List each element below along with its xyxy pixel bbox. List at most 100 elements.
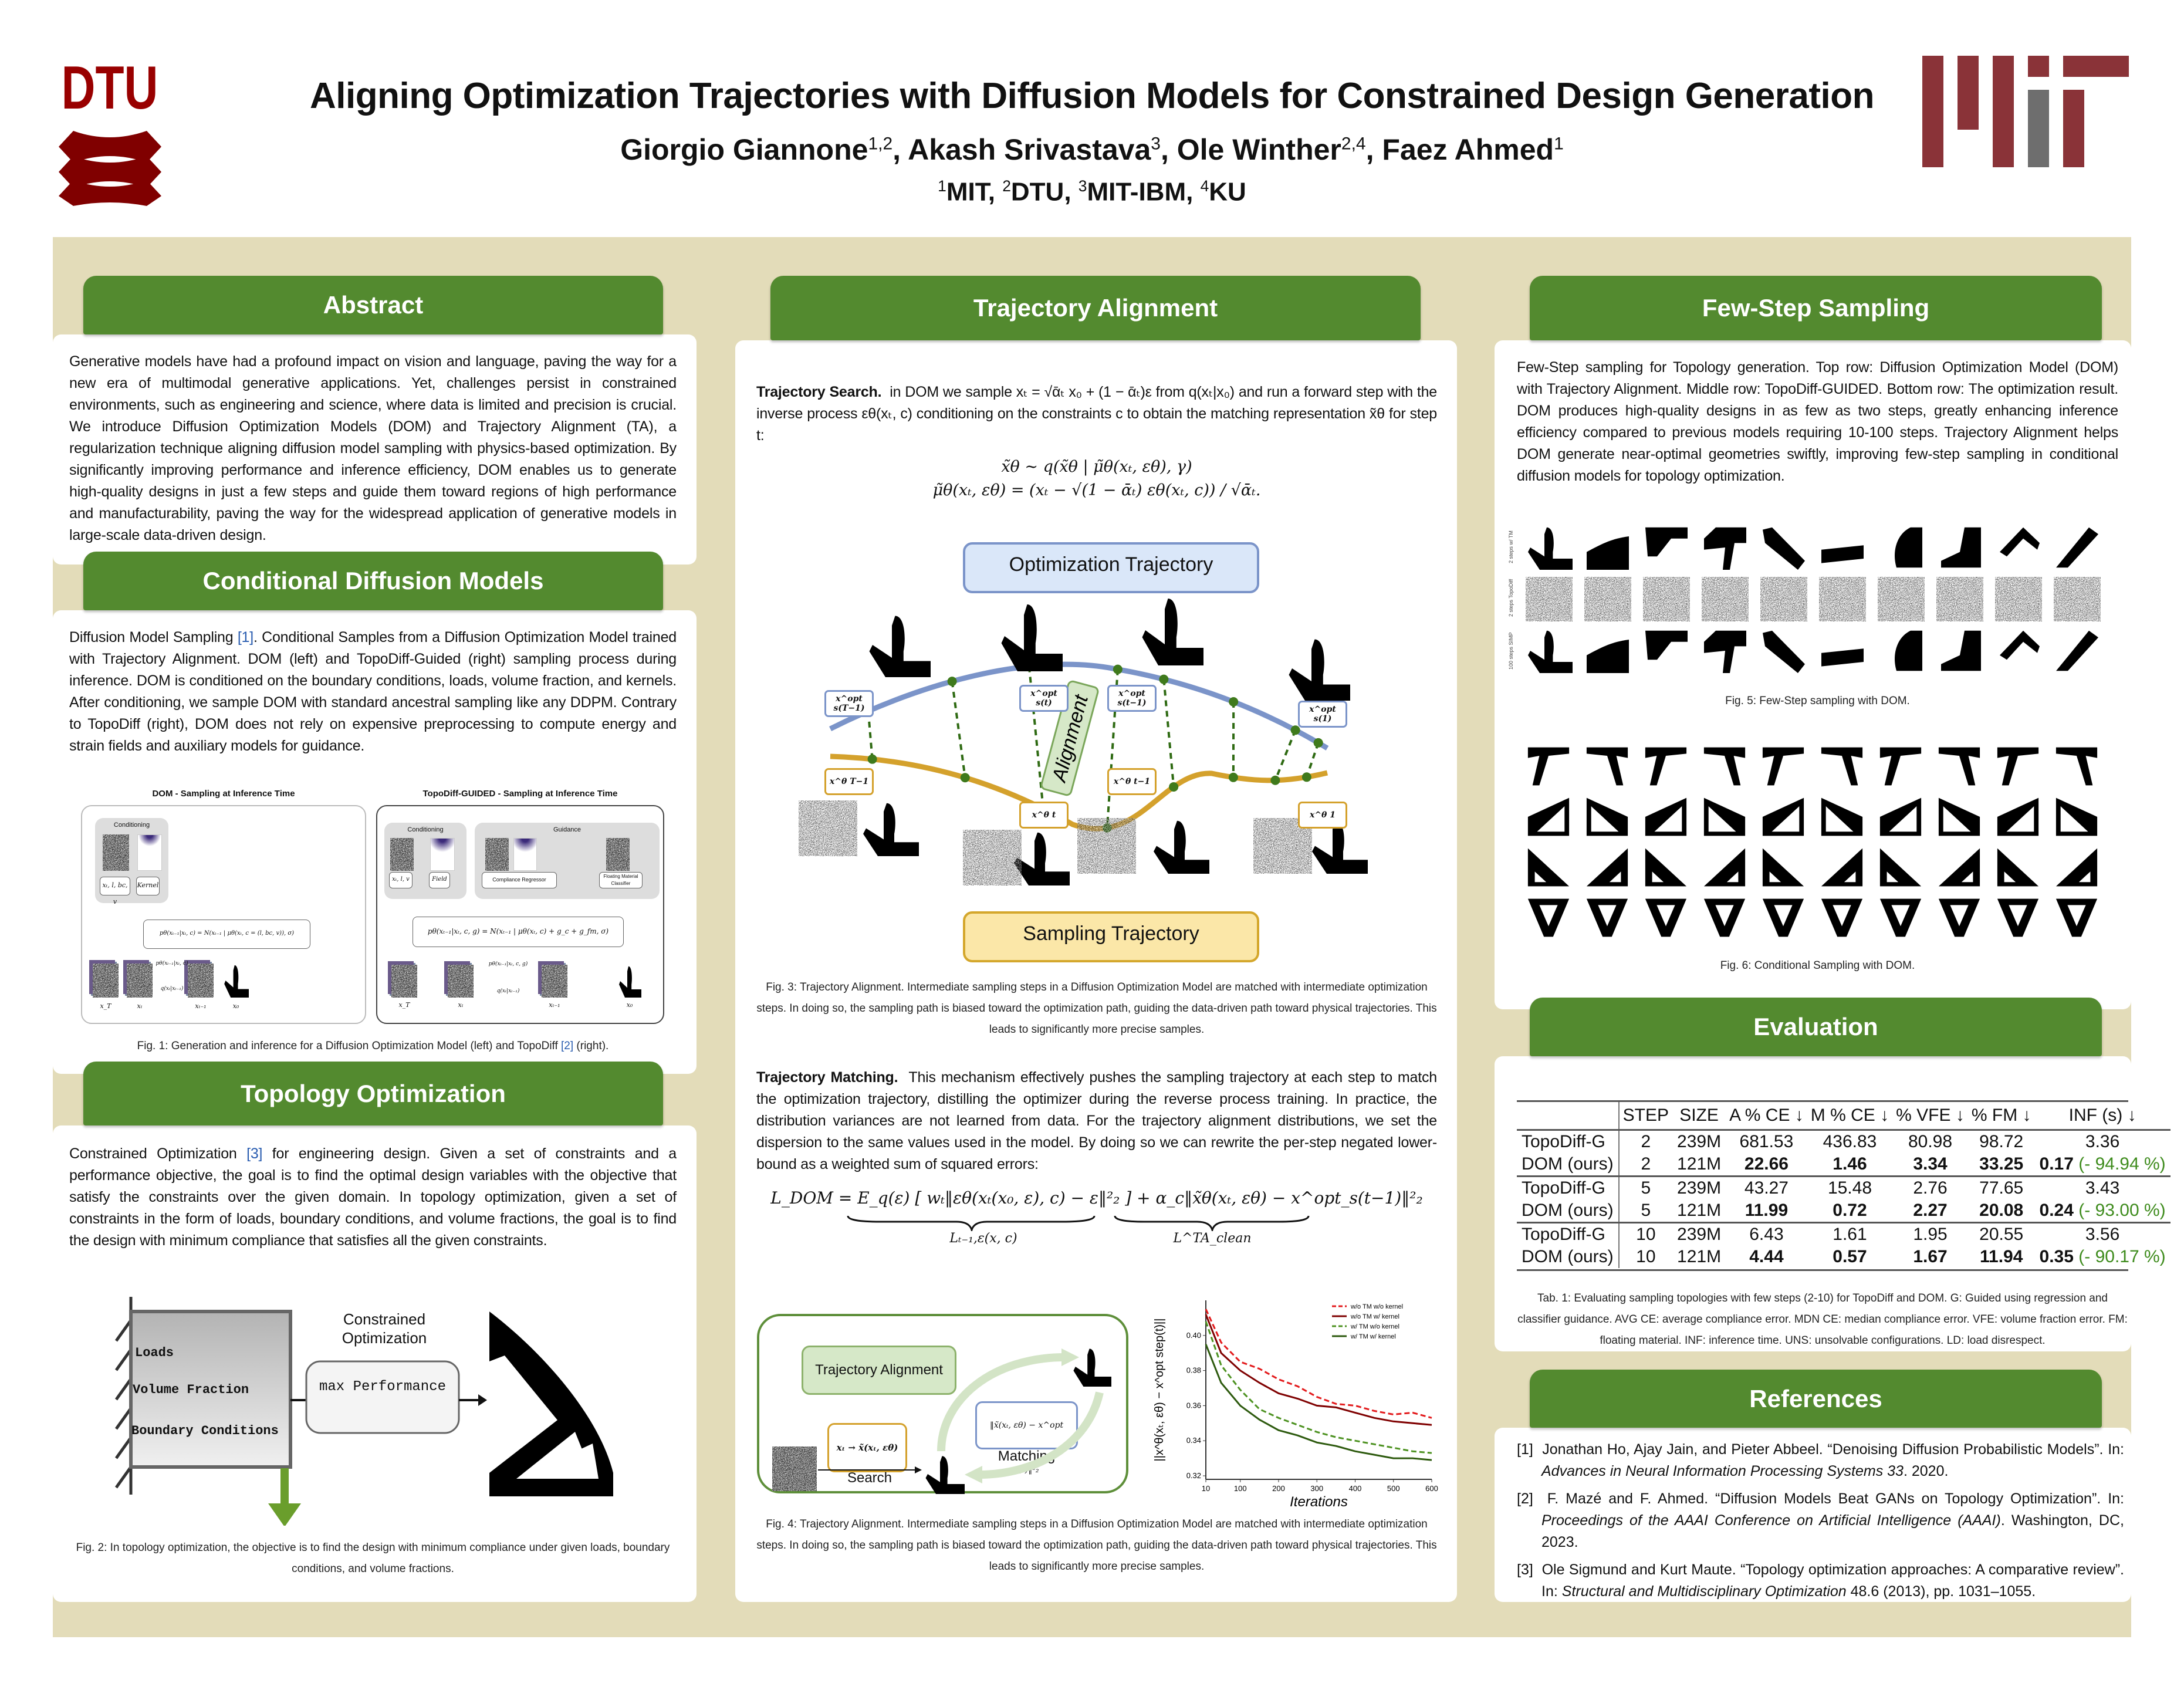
table-cell-vfe: 2.27 (1913, 1201, 1948, 1220)
constrained-optimization-label: Constrained Optimization (342, 1310, 427, 1347)
table-cell-vfe: 3.34 (1913, 1154, 1948, 1174)
fig6-sample-grid (1526, 745, 2118, 945)
conditional-sample-image (1703, 848, 1746, 887)
conditional-sample-image (1762, 848, 1804, 887)
conditional-sample-image (1703, 797, 1746, 836)
series-line (1205, 1344, 1432, 1461)
citation-link[interactable]: [1] (237, 629, 254, 645)
table-cell-ace: 681.53 (1739, 1132, 1794, 1151)
dom-sample-image (1941, 527, 1981, 568)
evaluation-header: Evaluation (1530, 998, 2102, 1056)
reverse-process-label: pθ(xₜ₋₁|xₜ, c, g) (488, 961, 528, 967)
field-image (513, 838, 537, 871)
optimization-step-image (1142, 599, 1203, 665)
dom-sample-image (2000, 527, 2040, 557)
conditional-sample-image (1938, 747, 1980, 786)
alignment-link (951, 681, 966, 778)
conditional-sample-image (1821, 747, 1863, 786)
conditional-sample-image (1586, 898, 1628, 937)
noisy-sample-image (799, 800, 857, 856)
simp-result-image (1704, 630, 1746, 673)
conditional-sample-image (1997, 797, 2039, 836)
fig5-caption: Fig. 5: Few-Step sampling with DOM. (1725, 695, 1910, 707)
step-label: x₀ (626, 1001, 633, 1009)
row-label: 2 steps TopoDiff (1508, 579, 1514, 617)
conditional-sample-image (1527, 848, 1570, 887)
table-cell-size: 121M (1677, 1154, 1722, 1174)
series-line (1205, 1314, 1432, 1426)
noisy-design-image (485, 838, 509, 871)
step-image-x0 (619, 966, 641, 998)
x-tick-label: 200 (1272, 1484, 1285, 1493)
step-label: x₀ (232, 1002, 239, 1010)
trajectory-point (867, 754, 877, 764)
fig5-sample-grid (1526, 525, 2118, 678)
citation-link[interactable]: [2] (561, 1040, 574, 1052)
speedup-percent: - 93.00 % (2084, 1201, 2160, 1220)
conditional-sample-image (1527, 747, 1570, 786)
field-image (430, 838, 455, 871)
dom-sample-image (1895, 527, 1922, 568)
legend-label: w/ TM w/ kernel (1350, 1333, 1396, 1340)
compliance-regressor-box: Compliance Regressor (482, 872, 557, 888)
author-list: Giorgio Giannone1,2, Akash Srivastava3, … (620, 133, 1564, 166)
table-cell-model: TopoDiff-G (1517, 1175, 1620, 1199)
table-cell-model: DOM (ours) (1517, 1153, 1620, 1177)
fixed-support-hatching (114, 1297, 133, 1495)
conditional-sample-image (1703, 747, 1746, 786)
table-cell-model: DOM (ours) (1517, 1199, 1620, 1223)
fig2-topology-diagram (114, 1297, 613, 1526)
legend-label: w/o TM w/o kernel (1350, 1303, 1403, 1310)
legend-label: w/ TM w/o kernel (1350, 1323, 1399, 1330)
table-cell-step: 10 (1636, 1247, 1656, 1266)
table-cell-size: 121M (1677, 1201, 1722, 1220)
loss-term-alignment: L^TA_clean (1173, 1231, 1252, 1246)
opt-point-label: x^opt s(t) (1019, 685, 1069, 712)
table-cell-fm: 98.72 (1979, 1132, 2024, 1151)
x-tick-label: 500 (1387, 1484, 1400, 1493)
underbrace-icons (847, 1215, 1310, 1231)
table-cell-vfe: 1.95 (1892, 1222, 1968, 1246)
trajectory-point (1169, 782, 1179, 792)
x-tick-label: 300 (1310, 1484, 1323, 1493)
conditional-sample-image (1703, 898, 1746, 937)
design-domain (129, 1310, 292, 1469)
conditional-sample-image (1586, 848, 1628, 887)
trajectory-point (1270, 775, 1280, 785)
step-label: x_T (100, 1002, 111, 1010)
column-header: % FM ↓ (1967, 1102, 2035, 1131)
conditional-sample-image (1879, 747, 1922, 786)
dom-formula-box: pθ(xₜ₋₁|xₜ, c) = N(xₜ₋₁ | μθ(xₜ, c = (l,… (143, 920, 310, 949)
series-line (1205, 1321, 1432, 1454)
few-step-text: Few-Step sampling for Topology generatio… (1517, 359, 2118, 484)
conditional-sample-image (1762, 797, 1804, 836)
topo-inputs-box: xₜ, l, v (389, 872, 413, 888)
table1-caption: Tab. 1: Evaluating sampling topologies w… (1517, 1292, 2128, 1347)
topodiff-sample-image (1702, 577, 1749, 621)
x-tick-label: 10 (1202, 1484, 1210, 1493)
x-axis-label: Iterations (1290, 1494, 1348, 1510)
abstract-text: Generative models have had a profound im… (69, 353, 677, 543)
step-label: xₜ (458, 1001, 464, 1009)
noisy-design-image (606, 838, 630, 871)
conditional-sample-image (1821, 898, 1863, 937)
conditional-sample-image (1997, 848, 2039, 887)
conditional-sample-image (1997, 898, 2039, 937)
sampling-trajectory-box (963, 911, 1259, 962)
sampling-step-image (1312, 820, 1368, 874)
fig1-left-title: DOM - Sampling at Inference Time (152, 789, 295, 799)
sample-point-label: x^θ t (1019, 802, 1069, 829)
load-arrow-icon (268, 1503, 301, 1526)
y-tick-label: 0.34 (1186, 1436, 1201, 1445)
simp-result-image (1941, 630, 1981, 671)
fig1-dom-diagram: Conditioning xₜ, l, bc, v Kernel pθ(xₜ₋₁… (81, 805, 366, 1024)
conditional-sample-image (1527, 797, 1570, 836)
trajectory-matching-text: Trajectory Matching. This mechanism effe… (756, 1069, 1437, 1172)
search-label: Search (847, 1470, 892, 1486)
simp-result-image (1587, 640, 1629, 673)
trajectory-point (1290, 725, 1300, 735)
objective-box (305, 1360, 460, 1434)
sampling-step-image (1014, 832, 1070, 885)
citation-link[interactable]: [3] (246, 1145, 263, 1162)
dom-sample-image (2056, 527, 2098, 568)
